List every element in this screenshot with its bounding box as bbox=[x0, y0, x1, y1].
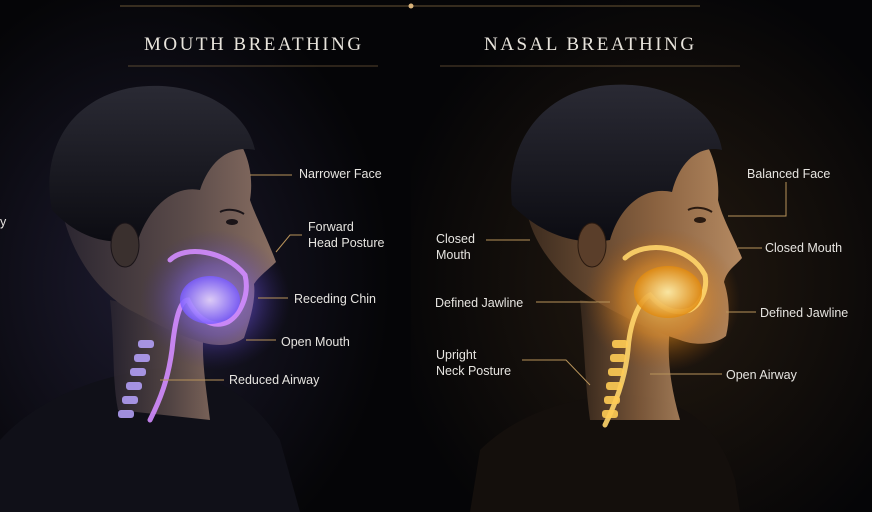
label-upright-neck-posture: Upright Neck Posture bbox=[436, 347, 511, 379]
label-forward-head-posture: Forward Head Posture bbox=[308, 219, 384, 251]
label-reduced-airway: Reduced Airway bbox=[229, 372, 319, 388]
label-defined-jawline-right: Defined Jawline bbox=[760, 305, 848, 321]
label-narrower-face: Narrower Face bbox=[299, 166, 382, 182]
mouth-breathing-title: MOUTH BREATHING bbox=[144, 34, 364, 56]
label-open-mouth: Open Mouth bbox=[281, 334, 350, 350]
label-receding-chin: Receding Chin bbox=[294, 291, 376, 307]
edge-text-fragment: y bbox=[0, 214, 6, 230]
top-rule-dot bbox=[409, 4, 414, 9]
label-closed-mouth-left: Closed Mouth bbox=[436, 231, 475, 263]
label-closed-mouth-right: Closed Mouth bbox=[765, 240, 842, 256]
label-open-airway: Open Airway bbox=[726, 367, 797, 383]
label-balanced-face: Balanced Face bbox=[747, 166, 830, 182]
label-defined-jawline-left: Defined Jawline bbox=[435, 295, 523, 311]
nasal-breathing-title: NASAL BREATHING bbox=[484, 34, 697, 56]
